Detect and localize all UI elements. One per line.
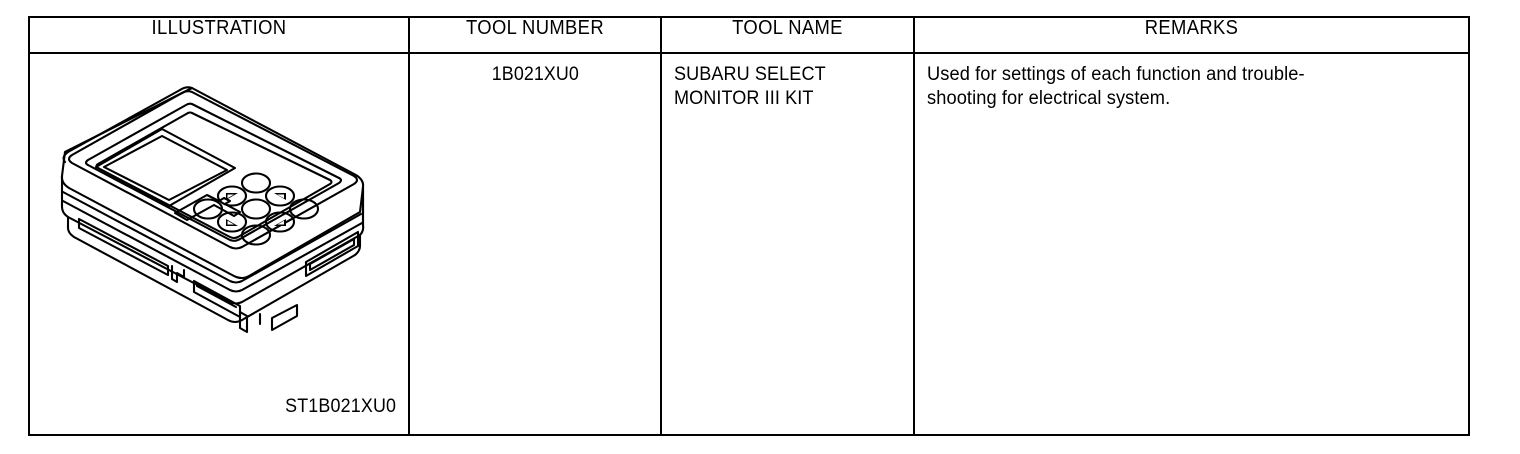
tool-name-value-wrap: SUBARU SELECT MONITOR III KIT	[662, 54, 913, 110]
tool-name-line-1: SUBARU SELECT	[674, 64, 826, 85]
column-header-tool-name-label: TOOL NAME	[732, 17, 843, 39]
column-header-tool-number: TOOL NUMBER	[408, 16, 662, 54]
remarks-value-wrap: Used for settings of each function and t…	[915, 54, 1468, 110]
illustration-caption: ST1B021XU0	[30, 396, 396, 418]
tool-number-value-wrap: 1B021XU0	[410, 54, 660, 87]
remarks-line-1: Used for settings of each function and t…	[927, 64, 1305, 85]
table-body: ST1B021XU0 1B021XU0 SUBARU SELECT MONITO…	[28, 52, 1470, 436]
cell-remarks: Used for settings of each function and t…	[913, 52, 1470, 436]
special-tool-table: ILLUSTRATION TOOL NUMBER TOOL NAME REMAR…	[28, 16, 1470, 436]
table-header-row: ILLUSTRATION TOOL NUMBER TOOL NAME REMAR…	[28, 16, 1470, 54]
column-header-tool-name: TOOL NAME	[660, 16, 915, 54]
cell-illustration: ST1B021XU0	[28, 52, 410, 436]
tool-name-line-2: MONITOR III KIT	[674, 87, 814, 109]
column-header-tool-number-label: TOOL NUMBER	[466, 17, 604, 39]
subaru-select-monitor-device-icon	[60, 86, 365, 334]
tool-number-value: 1B021XU0	[491, 64, 579, 85]
table-header: ILLUSTRATION TOOL NUMBER TOOL NAME REMAR…	[28, 16, 1470, 54]
column-header-illustration-label: ILLUSTRATION	[151, 17, 287, 39]
illustration-caption-text: ST1B021XU0	[284, 396, 396, 417]
column-header-remarks-label: REMARKS	[1144, 17, 1239, 39]
cell-tool-number: 1B021XU0	[408, 52, 662, 436]
illustration-container: ST1B021XU0	[30, 54, 408, 434]
remarks-line-2: shooting for electrical system.	[927, 87, 1171, 109]
column-header-remarks: REMARKS	[913, 16, 1470, 54]
table-row: ST1B021XU0 1B021XU0 SUBARU SELECT MONITO…	[28, 52, 1470, 436]
cell-tool-name: SUBARU SELECT MONITOR III KIT	[660, 52, 915, 436]
column-header-illustration: ILLUSTRATION	[28, 16, 410, 54]
